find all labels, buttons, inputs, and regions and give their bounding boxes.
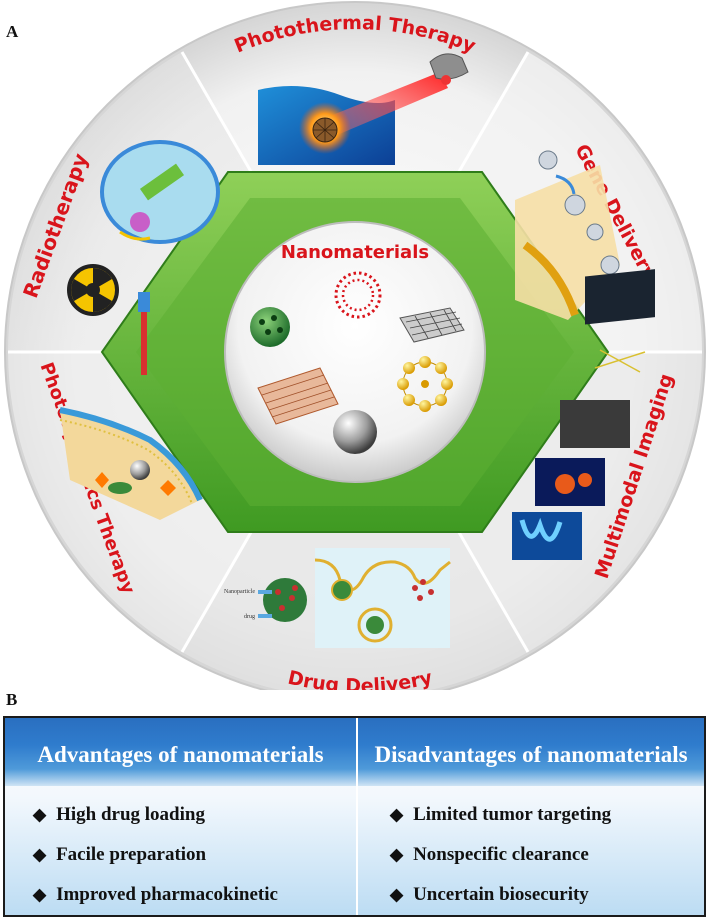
list-item: ◆Facile preparation: [33, 844, 207, 865]
gold-micelle-icon: [397, 356, 453, 412]
list-item: ◆High drug loading: [33, 804, 205, 825]
porous-sphere-icon: [250, 307, 290, 347]
pros-cons-table: Advantages of nanomaterials Disadvantage…: [3, 716, 706, 917]
graphene-sheet-icon: [399, 307, 465, 343]
list-item: ◆Uncertain biosecurity: [390, 884, 589, 905]
photothermal-illustration: [258, 53, 469, 165]
imaging-panel-2: [560, 400, 630, 448]
list-item: ◆Nonspecific clearance: [390, 844, 589, 865]
nanotube-sheet-icon: [257, 367, 339, 425]
drug-delivery-illustration: Nanoparticle drug: [224, 548, 451, 648]
nanomaterials-wheel-diagram: Nanomaterials: [4, 1, 706, 690]
metal-nanoparticle-icon: [333, 410, 377, 454]
cell-icon: [100, 140, 220, 244]
center-title: Nanomaterials: [281, 242, 429, 263]
laser-head-icon: [429, 53, 469, 80]
panel-a-label: A: [6, 22, 19, 41]
imaging-panel-1: [585, 269, 655, 325]
list-item: ◆Limited tumor targeting: [390, 804, 612, 825]
dotted-liposome-icon: [334, 271, 382, 319]
advantages-header: Advantages of nanomaterials: [37, 742, 324, 767]
drug-label: drug: [244, 614, 255, 620]
disadvantages-header: Disadvantages of nanomaterials: [374, 742, 688, 767]
nanoparticle-label: Nanoparticle: [224, 589, 255, 595]
table-header: Advantages of nanomaterials Disadvantage…: [5, 718, 704, 786]
column-divider: [356, 718, 358, 915]
list-item: ◆Improved pharmacokinetic: [33, 884, 278, 905]
panel-b-label: B: [6, 690, 18, 709]
photodynamics-illustration: [59, 292, 203, 520]
radiotherapy-illustration: [67, 140, 220, 316]
imaging-panels: [512, 269, 655, 560]
laser-beam: [325, 72, 448, 138]
